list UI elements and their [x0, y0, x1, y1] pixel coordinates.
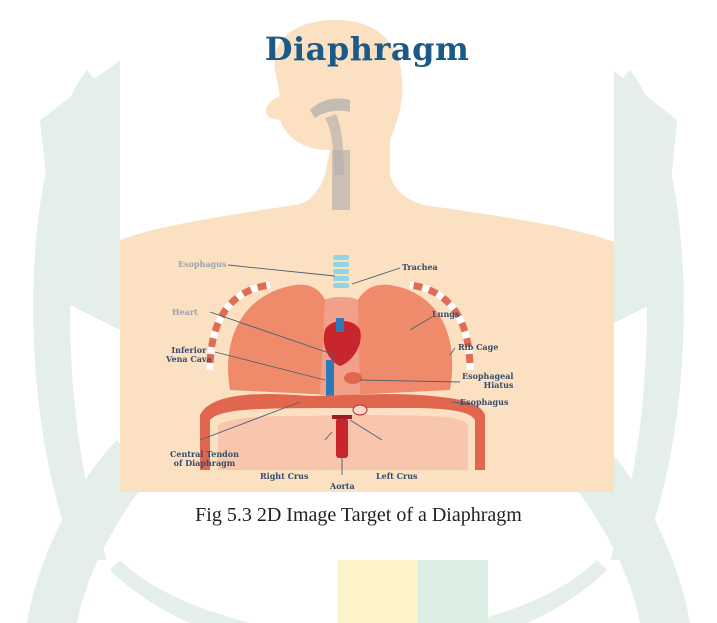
inferior-vena-cava [326, 360, 334, 400]
diaphragm-illustration [120, 0, 614, 492]
label-heart: Heart [172, 308, 198, 317]
aorta [336, 418, 348, 458]
label-central-tendon: Central Tendon of Diaphragm [170, 450, 239, 468]
label-esophagus: Esophagus [460, 398, 508, 407]
label-esophageal-hiatus: Esophageal Hiatus [462, 372, 513, 390]
figure-title: Diaphragm [120, 30, 614, 68]
figure-caption: Fig 5.3 2D Image Target of a Diaphragm [0, 504, 717, 527]
label-right-crus: Right Crus [260, 472, 308, 481]
label-left-crus: Left Crus [376, 472, 418, 481]
label-rib-cage: Rib Cage [458, 343, 498, 352]
label-aorta: Aorta [330, 482, 355, 491]
label-esophagus-top: Esophagus [178, 260, 226, 269]
label-trachea: Trachea [402, 263, 438, 272]
label-lungs: Lungs [432, 310, 459, 319]
label-inferior-vena-cava: Inferior Vena Cava [166, 346, 212, 364]
diaphragm-figure: Diaphragm Esophagus Trachea Heart Lungs … [120, 0, 614, 492]
